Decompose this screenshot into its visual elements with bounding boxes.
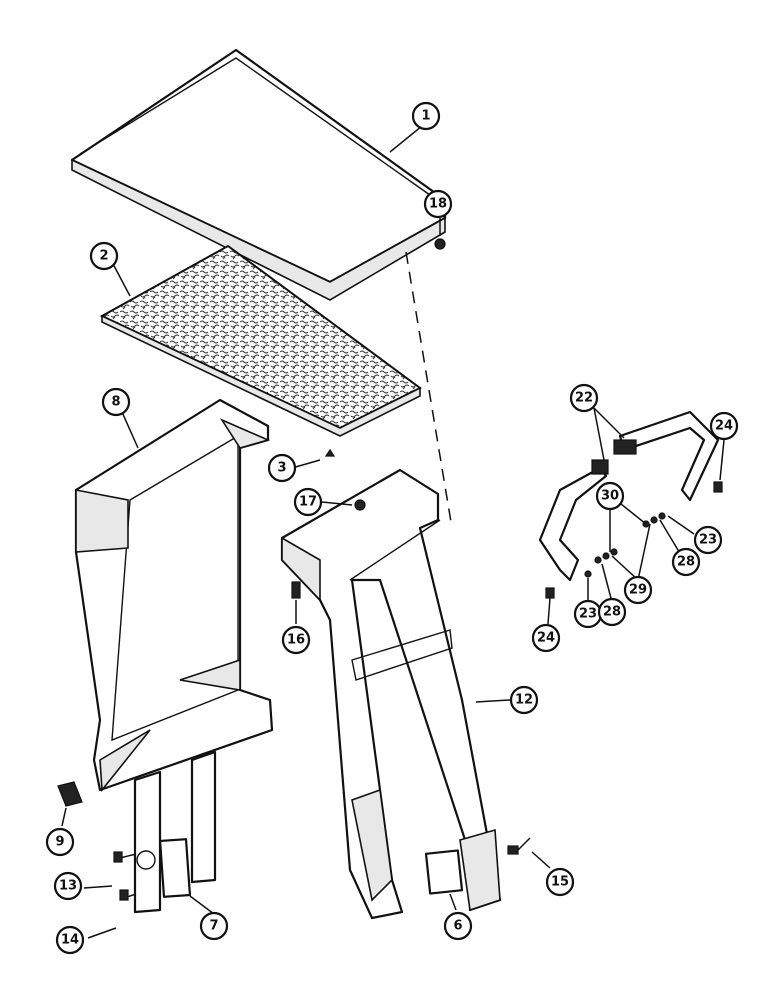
callout-16: 16 [281,625,311,655]
svg-text:8: 8 [111,395,120,410]
plate-7 [158,838,192,898]
svg-text:9: 9 [55,835,64,850]
fasteners [113,238,531,901]
callout-9: 9 [45,827,75,857]
svg-text:2: 2 [99,249,108,264]
callout-23-left: 23 [573,599,603,629]
callout-17: 17 [293,487,323,517]
seat-belt [538,410,723,599]
callout-14: 14 [55,925,85,955]
svg-text:1: 1 [421,109,430,124]
callouts: 1 2 3 6 7 8 9 12 13 14 15 16 17 18 22 23… [45,101,739,955]
callout-2: 2 [89,241,119,271]
callout-18: 18 [423,189,453,219]
svg-text:13: 13 [59,879,77,894]
svg-text:14: 14 [61,933,79,948]
svg-text:30: 30 [601,489,619,504]
svg-text:24: 24 [537,631,555,646]
callout-15: 15 [545,867,575,897]
left-frame [74,398,274,914]
callout-6: 6 [443,911,473,941]
svg-text:17: 17 [299,495,317,510]
callout-28-right: 28 [671,547,701,577]
svg-text:29: 29 [629,583,647,598]
leader-lines [61,125,725,939]
svg-text:16: 16 [287,633,305,648]
callout-23-right: 23 [693,525,723,555]
svg-text:18: 18 [429,197,447,212]
svg-text:3: 3 [277,461,286,476]
svg-text:7: 7 [209,919,218,934]
svg-text:6: 6 [453,919,462,934]
svg-text:22: 22 [575,391,593,406]
plate-6 [424,849,464,895]
callout-22: 22 [569,383,599,413]
svg-text:28: 28 [677,555,695,570]
callout-7: 7 [199,911,229,941]
right-frame [280,468,502,920]
seat-pad [99,244,422,437]
clip-9 [57,781,83,807]
callout-28-left: 28 [597,597,627,627]
svg-text:15: 15 [551,875,569,890]
svg-text:24: 24 [715,419,733,434]
callout-1: 1 [411,101,441,131]
callout-3: 3 [267,453,297,483]
callout-24-right: 24 [709,411,739,441]
callout-8: 8 [101,387,131,417]
svg-text:12: 12 [515,693,533,708]
svg-text:23: 23 [699,533,717,548]
callout-24-left: 24 [531,623,561,653]
alignment-line [405,251,453,529]
svg-text:28: 28 [603,605,621,620]
callout-12: 12 [509,685,539,715]
svg-text:23: 23 [579,607,597,622]
callout-13: 13 [53,871,83,901]
callout-30: 30 [595,481,625,511]
callout-29: 29 [623,575,653,605]
seat-cushion [70,48,447,301]
